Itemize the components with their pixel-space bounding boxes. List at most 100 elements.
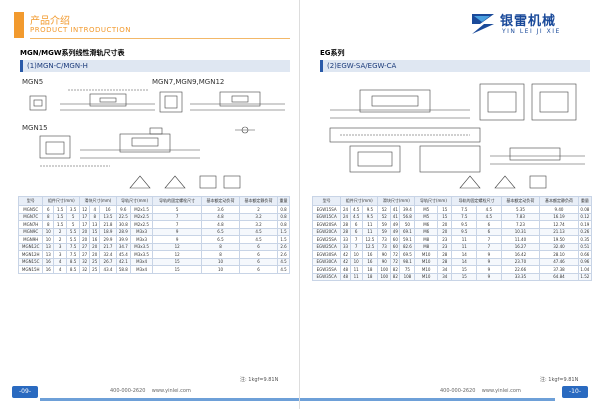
col-dynamic: 基本额定动负荷 bbox=[200, 196, 241, 206]
table-cell: 8 bbox=[200, 242, 241, 251]
table-cell: 32.40 bbox=[539, 242, 579, 251]
table-cell: 69.5 bbox=[399, 250, 416, 259]
footer-contact: 400-000-2620 www.yinlei.com bbox=[110, 388, 191, 400]
mounting-symbols bbox=[459, 175, 547, 189]
table-cell: M3x3.5 bbox=[129, 242, 154, 251]
table-cell: 3 bbox=[53, 242, 68, 251]
table-cell: M6 bbox=[414, 227, 439, 236]
table-cell: 24 bbox=[340, 212, 351, 221]
col-static: 基本额定静负荷 bbox=[539, 196, 579, 206]
table-cell: EGW25CA bbox=[311, 242, 342, 251]
table-cell: 12.5 bbox=[361, 235, 379, 244]
table-cell: 5.5 bbox=[66, 227, 81, 236]
table-cell: EGW20SA bbox=[311, 220, 342, 229]
col-bolt: 导轨的固定螺栓尺寸 bbox=[152, 196, 202, 206]
table-cell: 37.38 bbox=[539, 265, 579, 274]
table-cell: 32 bbox=[79, 265, 91, 274]
table-cell: 72 bbox=[390, 250, 401, 259]
table-cell: 23 bbox=[436, 242, 453, 251]
table-cell: 72 bbox=[390, 257, 401, 266]
table-cell: MGN9H bbox=[17, 235, 44, 244]
footer-phone: 400-000-2620 bbox=[440, 388, 476, 394]
table-cell: 15 bbox=[152, 257, 202, 266]
table-cell: 0.35 bbox=[577, 235, 593, 244]
table-cell: 42 bbox=[340, 250, 351, 259]
table-cell: 17 bbox=[79, 212, 91, 221]
table-cell: 13 bbox=[89, 220, 101, 229]
table-cell: 41 bbox=[390, 205, 401, 214]
table-cell: 12 bbox=[152, 250, 202, 259]
table-cell: MGN9C bbox=[17, 227, 44, 236]
table-cell: 16 bbox=[42, 265, 55, 274]
table-cell: 21.13 bbox=[539, 227, 579, 236]
table-cell: 2.6 bbox=[277, 242, 290, 251]
table-cell: 21.8 bbox=[99, 220, 117, 229]
table-cell: 4.5 bbox=[277, 265, 290, 274]
table-cell: 9.6 bbox=[115, 205, 131, 214]
mgn-technical-drawings bbox=[29, 89, 285, 167]
table-cell: 20 bbox=[89, 242, 101, 251]
table-cell: MGN7C bbox=[17, 212, 44, 221]
table-cell: EGW25SA bbox=[311, 235, 342, 244]
table-cell: M3x4 bbox=[129, 257, 154, 266]
table-cell: 8.5 bbox=[66, 257, 81, 266]
table-cell: 6 bbox=[239, 257, 279, 266]
footer-phone: 400-000-2620 bbox=[110, 388, 146, 394]
table-cell: 18.9 bbox=[99, 227, 117, 236]
table-cell: 14 bbox=[451, 257, 478, 266]
brand-name-pinyin: YIN LEI JI XIE bbox=[502, 28, 561, 35]
table-cell: 108 bbox=[399, 272, 416, 281]
table-cell: 20 bbox=[79, 227, 91, 236]
unit-note: 注: 1kgf=9.81N bbox=[240, 377, 279, 383]
table-cell: 0.12 bbox=[577, 212, 593, 221]
table-cell: M5 bbox=[414, 205, 439, 214]
table-cell: 41 bbox=[390, 212, 401, 221]
table-cell: 98.1 bbox=[399, 257, 416, 266]
table-cell: 9 bbox=[476, 257, 502, 266]
table-cell: 15 bbox=[451, 265, 478, 274]
table-cell: 49 bbox=[390, 227, 401, 236]
table-cell: 4 bbox=[53, 257, 68, 266]
table-cell: 52 bbox=[377, 212, 392, 221]
table-cell: 20 bbox=[436, 220, 453, 229]
table-cell: 39.9 bbox=[115, 235, 131, 244]
table-cell: 1.5 bbox=[277, 227, 290, 236]
table-cell: MGN12H bbox=[17, 250, 44, 259]
table-cell: 32 bbox=[79, 257, 91, 266]
brand-name-cn: 银雷机械 bbox=[500, 14, 557, 29]
section-title: EG系列 bbox=[320, 49, 345, 57]
table-cell: 11 bbox=[451, 242, 478, 251]
table-cell: 90 bbox=[377, 257, 392, 266]
table-cell: M5 bbox=[414, 212, 439, 221]
table-cell: 3.5 bbox=[66, 205, 81, 214]
col-weight: 重量 bbox=[577, 196, 593, 206]
table-cell: 26.7 bbox=[99, 257, 117, 266]
header-title-en: PRODUCT INTRODUCTION bbox=[30, 26, 131, 34]
label-mgn7: MGN7,MGN9,MGN12 bbox=[152, 78, 225, 86]
table-cell: 50 bbox=[399, 220, 416, 229]
subsection-bar: (2)EGW-SA/EGW-CA bbox=[320, 60, 590, 72]
col-model: 型号 bbox=[17, 196, 44, 206]
table-cell: 7 bbox=[476, 242, 502, 251]
table-cell: 11 bbox=[349, 265, 363, 274]
col-rail: 导轨尺寸(mm) bbox=[414, 196, 453, 206]
table-cell: M10 bbox=[414, 265, 439, 274]
table-cell: 4.5 bbox=[349, 212, 363, 221]
table-cell: 39.4 bbox=[399, 205, 416, 214]
table-cell: 82 bbox=[390, 265, 401, 274]
table-cell: 6 bbox=[349, 227, 363, 236]
table-cell: 59 bbox=[377, 220, 392, 229]
table-cell: 12 bbox=[152, 242, 202, 251]
table-cell: EGW35SA bbox=[311, 265, 342, 274]
table-cell: 59.1 bbox=[399, 235, 416, 244]
table-cell: 27 bbox=[79, 242, 91, 251]
table-cell: 5.35 bbox=[500, 205, 541, 214]
header-accent-block bbox=[14, 12, 24, 38]
